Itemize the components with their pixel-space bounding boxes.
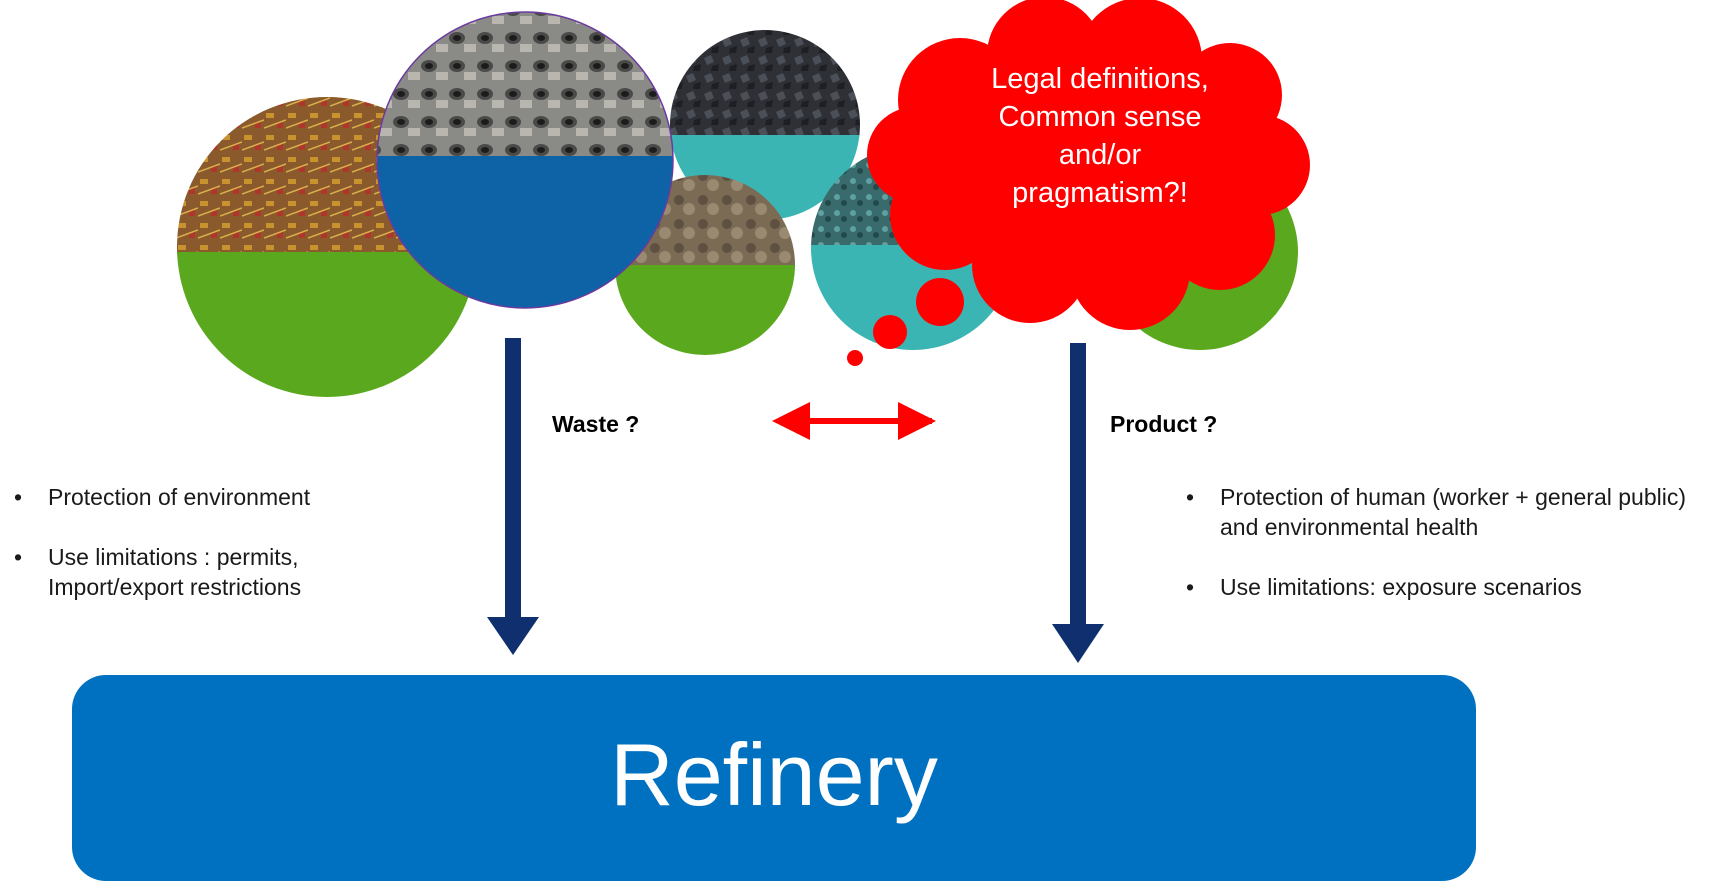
product-bullet-item: Use limitations: exposure scenarios (1180, 572, 1725, 602)
waste-bullet-item: Protection of environment (8, 482, 408, 512)
thought-bubble-medium (873, 315, 907, 349)
thought-cloud (867, 0, 1310, 330)
thought-bubble-large (916, 278, 964, 326)
cloud-line-4: pragmatism?! (1012, 177, 1188, 209)
cloud-line-1: Legal definitions, (991, 63, 1209, 95)
product-arrow (1052, 343, 1104, 663)
product-bullet-item: Protection of human (worker + general pu… (1180, 482, 1725, 542)
cloud-line-2: Common sense (998, 101, 1202, 133)
catalytic-circle-outline (376, 11, 674, 309)
waste-bullet-list: Protection of environment Use limitation… (8, 482, 408, 632)
thought-bubble-small (847, 350, 863, 366)
refinery-box: Refinery (72, 675, 1476, 881)
waste-bullet-item: Use limitations : permits, Import/export… (8, 542, 408, 602)
cloud-line-3: and/or (1058, 139, 1142, 171)
double-arrow (772, 402, 936, 440)
waste-label: Waste ? (552, 411, 640, 437)
product-bullet-list: Protection of human (worker + general pu… (1180, 482, 1725, 632)
thought-cloud-text: Legal definitions, Common sense and/or p… (935, 60, 1265, 212)
product-label: Product ? (1110, 411, 1218, 437)
refinery-label: Refinery (610, 725, 938, 824)
waste-arrow (487, 338, 539, 655)
